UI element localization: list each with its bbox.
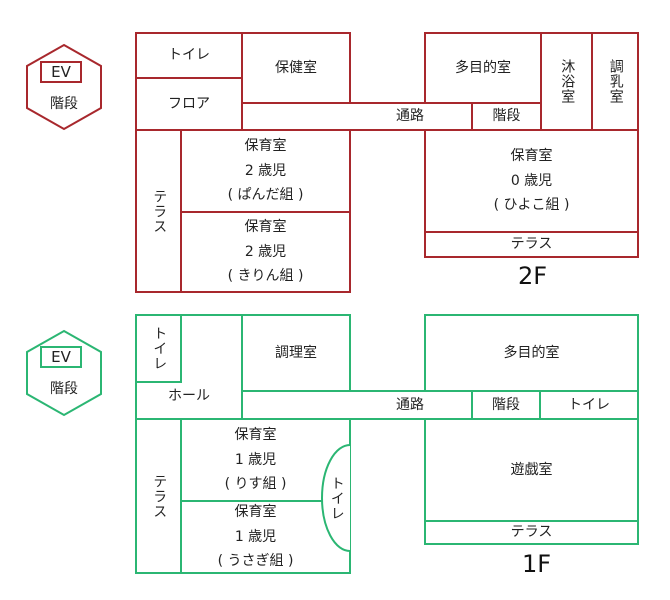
terrace-left: テラス <box>135 418 182 574</box>
formula-label: 調乳室 <box>607 59 624 104</box>
toilet-oval-label: トイレ <box>328 475 345 521</box>
ev-stairs-hex-icon <box>26 329 102 417</box>
room-multipurpose: 多目的室 <box>424 314 639 392</box>
corridor-left-part <box>241 390 351 420</box>
room-health: 保健室 <box>241 32 351 104</box>
terrace-left-label: テラス <box>151 188 168 234</box>
floor-label-1f: 1F <box>522 550 552 578</box>
room-nursery-usagi: 保育室 1 歳児 ( うさぎ組 ) <box>180 500 351 574</box>
terrace-bottom: テラス <box>424 231 639 258</box>
room-hall: ホール <box>135 314 243 420</box>
ev-label: EV <box>40 61 82 83</box>
room-nursery-kirin: 保育室 2 歳児 ( きりん組 ) <box>180 211 351 293</box>
room-playroom: 遊戯室 <box>424 418 639 522</box>
room-nursery-panda: 保育室 2 歳児 ( ぱんだ組 ) <box>180 129 351 213</box>
toilet-top-label: トイレ <box>151 326 168 371</box>
stairs-legend-label: 階段 <box>50 96 78 112</box>
ev-label: EV <box>40 346 82 368</box>
room-kitchen: 調理室 <box>241 314 351 392</box>
stairs-legend-label: 階段 <box>50 381 78 397</box>
room-nursery-hiyoko: 保育室 0 歳児 ( ひよこ組 ) <box>424 129 639 233</box>
room-toilet-right: トイレ <box>539 390 639 420</box>
ev-stairs-hex-icon <box>26 43 102 131</box>
room-stairs: 階段 <box>471 390 541 420</box>
floor-1f-plan: EV 階段 トイレ ホール 調理室 テラス 保育室 1 歳児 ( りす組 ) 保… <box>26 314 639 578</box>
terrace-bottom: テラス <box>424 520 639 545</box>
floor-label-2f: 2F <box>518 262 548 290</box>
terrace-left-label: テラス <box>151 473 168 519</box>
room-toilet-oval: トイレ <box>326 468 346 528</box>
corridor: 通路 <box>349 390 473 420</box>
floor-2f-plan: EV 階段 トイレ フロア 保健室 テラス 保育室 2 歳児 ( ぱんだ組 ) … <box>26 32 639 293</box>
toilet-oval-shape <box>321 444 351 552</box>
bath-label: 沐浴室 <box>559 59 576 104</box>
